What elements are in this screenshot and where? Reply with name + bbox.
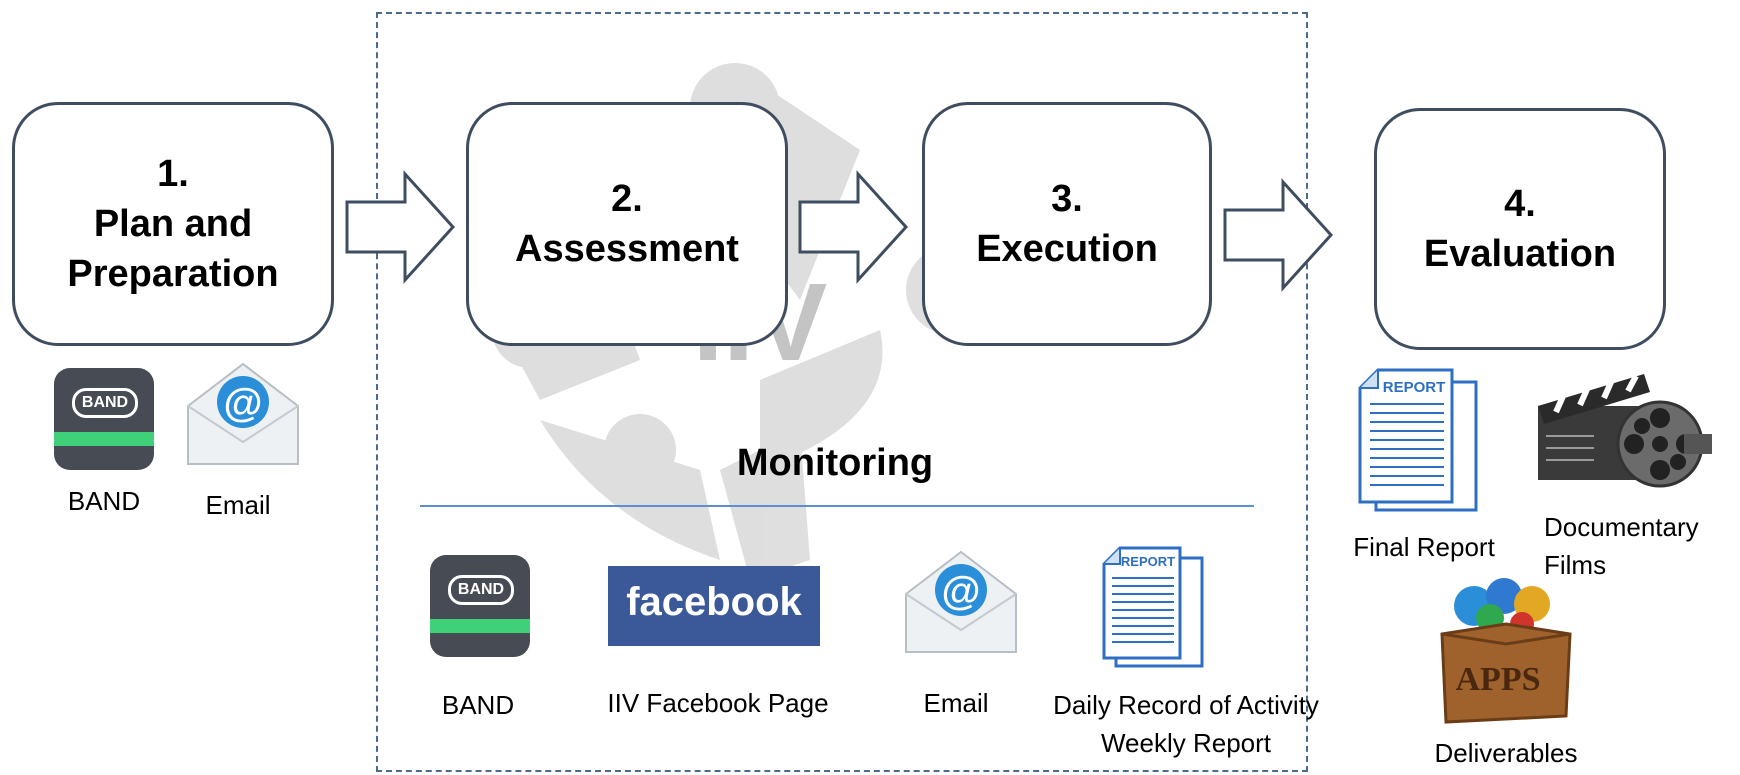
band-app-icon: BAND	[54, 368, 154, 470]
band-app-icon: BAND	[430, 555, 530, 657]
report-icon-text: REPORT	[1383, 379, 1446, 396]
monitoring-report-label-line2: Weekly Report	[1100, 728, 1272, 758]
plan-email-label: Email	[205, 490, 271, 520]
step-4-title: Evaluation	[1423, 233, 1617, 275]
report-document-icon: REPORT	[1102, 546, 1204, 668]
arrow-1-to-2	[345, 170, 456, 284]
deliverables-label: Deliverables	[1434, 738, 1578, 768]
band-icon-text: BAND	[448, 575, 514, 605]
band-icon-text: BAND	[72, 388, 138, 418]
step-execution: 3. Execution	[922, 102, 1212, 346]
step-1-title-line2: Preparation	[67, 253, 279, 295]
step-evaluation: 4. Evaluation	[1374, 108, 1666, 350]
step-2-number: 2.	[611, 178, 643, 220]
email-envelope-icon: @	[905, 550, 1017, 653]
apps-box-text: APPS	[1456, 661, 1541, 698]
report-document-icon: REPORT	[1358, 368, 1478, 512]
facebook-logo-text: facebook	[626, 580, 802, 624]
monitoring-divider	[420, 505, 1254, 507]
facebook-logo: facebook	[608, 566, 820, 646]
monitoring-band-label: BAND	[441, 690, 515, 720]
step-plan-and-preparation: 1. Plan and Preparation	[12, 102, 334, 346]
monitoring-email-label: Email	[923, 688, 989, 718]
monitoring-facebook-label: IIV Facebook Page	[607, 688, 829, 718]
documentary-films-label-line2: Films	[1544, 550, 1607, 580]
email-at-glyph: @	[223, 381, 262, 425]
arrow-3-to-4	[1223, 178, 1334, 292]
email-envelope-icon: @	[187, 362, 299, 465]
monitoring-title: Monitoring	[736, 442, 934, 484]
monitoring-frame	[376, 12, 1308, 772]
arrow-2-to-3	[798, 170, 909, 284]
email-at-glyph: @	[941, 569, 980, 613]
step-assessment: 2. Assessment	[466, 102, 788, 346]
apps-box-icon: APPS	[1440, 578, 1572, 724]
monitoring-report-label-line1: Daily Record of Activity	[1053, 690, 1319, 720]
step-2-title: Assessment	[515, 228, 739, 270]
step-1-number: 1.	[157, 153, 189, 195]
report-icon-text: REPORT	[1121, 554, 1175, 569]
final-report-label: Final Report	[1353, 532, 1495, 562]
step-3-title: Execution	[976, 228, 1158, 270]
documentary-films-label-line1: Documentary	[1544, 512, 1699, 542]
plan-band-label: BAND	[67, 486, 141, 516]
step-4-number: 4.	[1504, 183, 1536, 225]
step-1-title-line1: Plan and	[93, 203, 253, 245]
film-clapper-reel-icon	[1538, 374, 1712, 488]
step-3-number: 3.	[1051, 178, 1083, 220]
